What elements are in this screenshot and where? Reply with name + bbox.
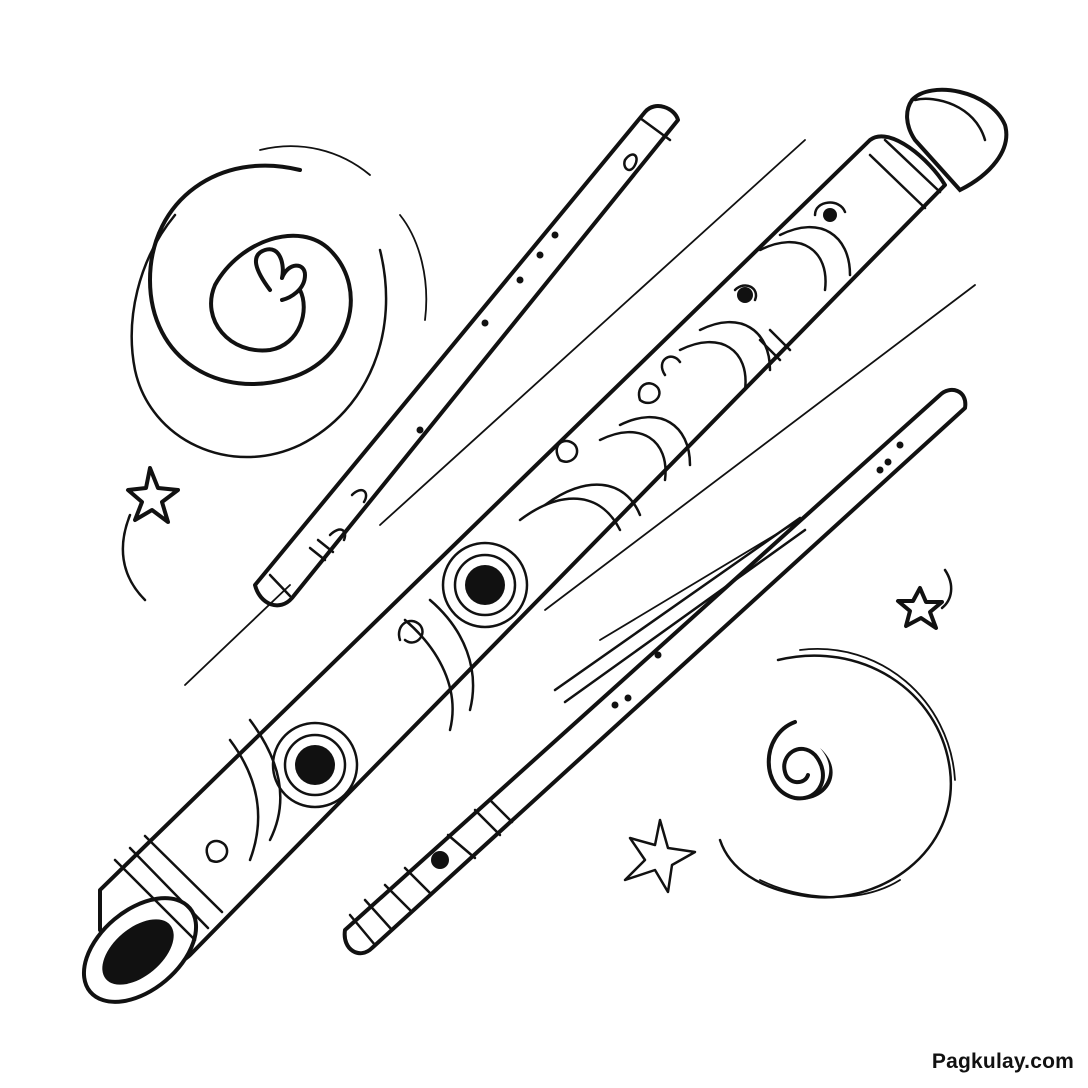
- didgeridoo-icon: [81, 87, 1009, 1004]
- star-icon: [896, 568, 953, 630]
- flute-icon: [342, 387, 968, 956]
- swirl-icon: [718, 648, 956, 899]
- star-icon: [623, 818, 697, 894]
- finger-hole: [441, 541, 529, 629]
- flute-icon: [253, 104, 680, 608]
- motion-lines: [184, 139, 976, 686]
- star-icon: [121, 466, 180, 602]
- swirl-icon: [130, 145, 428, 459]
- finger-hole: [271, 721, 359, 809]
- site-watermark: Pagkulay.com: [931, 1050, 1074, 1073]
